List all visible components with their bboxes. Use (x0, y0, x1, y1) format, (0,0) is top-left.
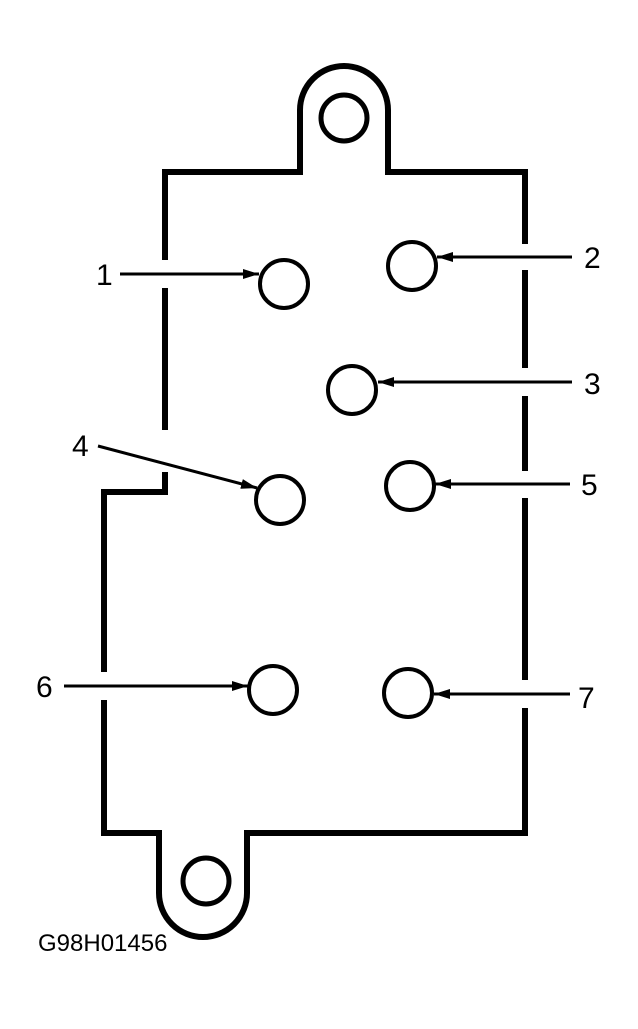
pin-7-terminal (382, 667, 434, 719)
pin-5-terminal (384, 460, 436, 512)
pin-1-terminal (258, 258, 310, 310)
pin-2-label: 2 (584, 242, 601, 275)
bottom-mounting-hole (180, 855, 232, 907)
pin-6-terminal (247, 664, 299, 716)
connector-body-outline (101, 63, 528, 940)
pin-2-terminal (386, 240, 438, 292)
pin-4-label: 4 (72, 430, 89, 463)
pin-5-label: 5 (581, 469, 598, 502)
pin-6-label: 6 (36, 671, 53, 704)
pin-1-label: 1 (96, 259, 113, 292)
pin-4-leader-arrow (97, 444, 258, 490)
top-mounting-hole (318, 92, 370, 144)
pin-3-terminal (326, 364, 378, 416)
figure-id: G98H01456 (38, 930, 168, 957)
pin-4-terminal (254, 474, 306, 526)
pin-3-label: 3 (584, 368, 601, 401)
pin-7-label: 7 (578, 682, 595, 715)
